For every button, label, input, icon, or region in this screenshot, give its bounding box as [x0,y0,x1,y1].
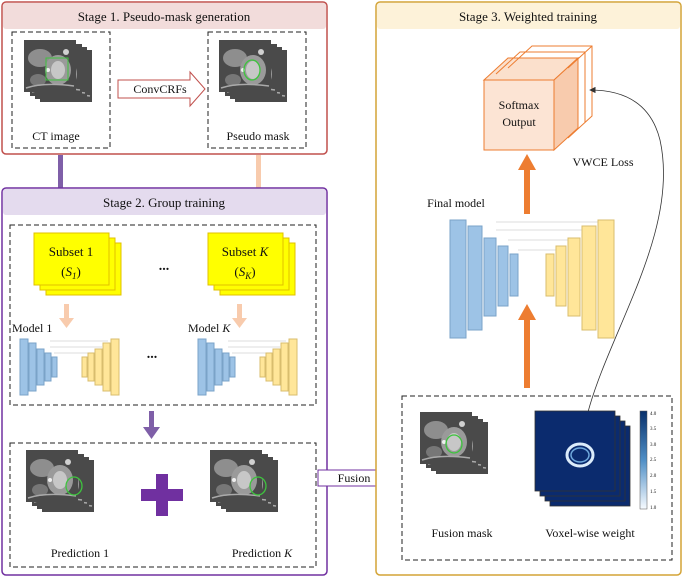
model-ellipsis: ... [147,347,158,362]
subset1-to-model1-arrow [59,304,74,328]
stage1-panel: Stage 1. Pseudo-mask generation CT image… [1,1,328,155]
cbar-tick-5: 1.5 [650,490,657,495]
stage1-title: Stage 1. Pseudo-mask generation [78,9,251,24]
cbar-tick-3: 2.5 [650,458,657,463]
model-1-unet [19,338,120,396]
softmax-line1: Softmax [499,98,540,112]
vwce-loss-curve [587,86,664,413]
inputs-to-model-arrow [518,304,536,388]
stage2-title: Stage 2. Group training [103,195,226,210]
cbar-tick-6: 1.0 [650,506,657,511]
ct-image-box [11,31,111,149]
cbar-tick-2: 3.0 [650,443,657,448]
model-k-label: Model K [188,321,231,335]
fusion-mask-stack [420,412,488,474]
subset-k: Subset K (SK) [207,232,296,296]
prediction-k-label: Prediction K [232,546,293,560]
softmax-line2: Output [502,115,536,129]
vwce-loss-label: VWCE Loss [573,155,634,169]
prediction-1-label: Prediction 1 [51,546,109,560]
pseudo-mask-label: Pseudo mask [227,129,290,143]
model-to-softmax-arrow [518,154,536,214]
subset-k-symbol: (SK) [234,264,255,281]
subset-1-symbol: (S1) [61,264,81,281]
model-1-label: Model 1 [12,321,52,335]
model-k-unet [197,338,298,396]
voxel-weight-map [534,410,631,507]
fusion-mask-label: Fusion mask [431,526,492,540]
softmax-output-cube: Softmax Output [482,45,593,152]
cbar-tick-1: 3.5 [650,427,657,432]
pseudo-mask-box [207,31,307,149]
ct-image-stack [24,40,92,102]
stage2-panel: Stage 2. Group training Subset 1 (S1) ..… [1,187,328,576]
group-training-box [9,224,317,406]
ct-image-label: CT image [32,129,79,143]
subset-k-name: Subset K [222,244,270,259]
convcrfs-arrow [117,70,206,108]
cbar-tick-0: 4.0 [650,412,657,417]
stage3-panel: Stage 3. Weighted training Softmax Outpu… [375,1,682,576]
models-to-predictions-arrow [143,411,160,439]
stage3-title: Stage 3. Weighted training [459,9,598,24]
weighted-inputs-box [401,395,673,561]
convcrfs-label: ConvCRFs [133,82,187,96]
final-model-label: Final model [427,196,485,210]
plus-icon [141,474,183,516]
subset-1-name: Subset 1 [49,244,93,259]
cbar-tick-4: 2.0 [650,474,657,479]
pseudo-mask-stack [219,40,287,102]
final-model-unet [449,219,615,339]
weight-colorbar: 4.0 3.5 3.0 2.5 2.0 1.5 1.0 [639,410,657,511]
voxel-weight-label: Voxel-wise weight [545,526,635,540]
prediction-k-stack [210,450,278,512]
subset-1: Subset 1 (S1) [33,232,122,296]
subset-ellipsis: ... [159,259,170,274]
subsetk-to-modelk-arrow [232,304,247,328]
fusion-label: Fusion [338,471,371,485]
prediction-1-stack [26,450,94,512]
predictions-box [9,442,317,568]
